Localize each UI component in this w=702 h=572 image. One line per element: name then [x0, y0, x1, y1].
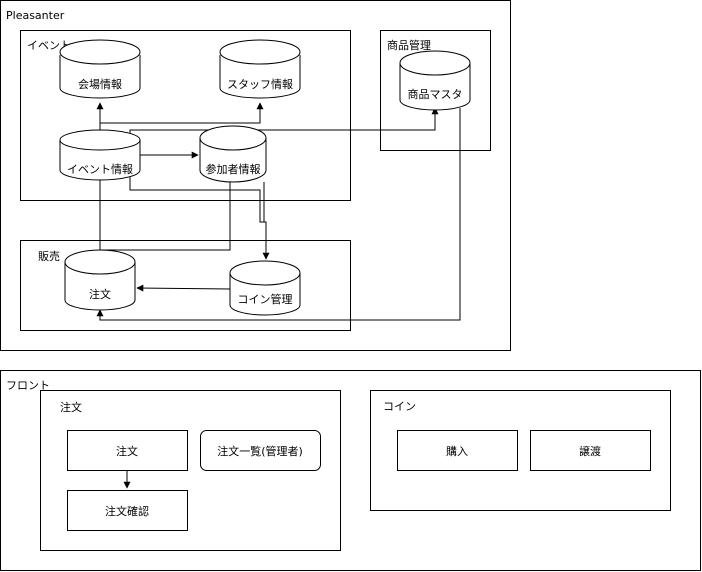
screen-order[interactable]: 注文 [67, 430, 188, 471]
pleasanter-container: Pleasanter [0, 0, 511, 351]
db-order[interactable]: 注文 [64, 249, 136, 311]
front-coin-label: コイン [383, 400, 416, 413]
edge-event-to-staff [100, 102, 264, 124]
db-participant-label: 参加者情報 [206, 162, 261, 176]
sales-container: 販売 [20, 240, 351, 331]
sales-label: 販売 [38, 250, 60, 263]
db-participant[interactable]: 参加者情報 [199, 125, 267, 183]
db-staff-label: スタッフ情報 [227, 78, 293, 91]
screen-order-confirm-label: 注文確認 [105, 504, 149, 518]
screen-order-label: 注文 [116, 444, 138, 458]
screen-transfer[interactable]: 譲渡 [530, 430, 651, 471]
front-order-label: 注文 [60, 400, 82, 414]
screen-purchase[interactable]: 購入 [397, 430, 518, 471]
screen-order-confirm[interactable]: 注文確認 [67, 490, 188, 531]
db-venue[interactable]: 会場情報 [59, 39, 141, 99]
screen-order-list-label: 注文一覧(管理者) [217, 444, 303, 458]
screen-purchase-label: 購入 [446, 444, 468, 458]
pleasanter-label: Pleasanter [6, 9, 65, 22]
db-product-master[interactable]: 商品マスタ [399, 50, 471, 111]
screen-order-list[interactable]: 注文一覧(管理者) [200, 430, 321, 471]
screen-transfer-label: 譲渡 [579, 444, 601, 458]
edge-event-to-product-master [129, 107, 439, 145]
front-container: フロント [0, 370, 701, 571]
event-label: イベント [27, 39, 71, 52]
db-product-master-label: 商品マスタ [408, 87, 463, 101]
edge-participant-to-order [100, 180, 231, 251]
edge-event-to-coin [129, 176, 270, 260]
edge-product-to-order [96, 108, 461, 321]
front-order-container: 注文 [40, 390, 341, 551]
db-event-info-label: イベント情報 [67, 163, 133, 176]
edge-coin-to-order [136, 284, 231, 292]
db-coin[interactable]: コイン管理 [229, 260, 301, 316]
front-label: フロント [6, 379, 50, 392]
db-staff[interactable]: スタッフ情報 [219, 39, 301, 99]
product-label: 商品管理 [387, 38, 431, 52]
db-event-info[interactable]: イベント情報 [59, 129, 141, 181]
db-order-label: 注文 [89, 287, 111, 301]
front-coin-container: コイン [370, 390, 671, 511]
product-container: 商品管理 [380, 30, 491, 151]
event-container: イベント [20, 30, 351, 201]
db-venue-label: 会場情報 [78, 78, 122, 91]
db-coin-label: コイン管理 [238, 292, 293, 306]
